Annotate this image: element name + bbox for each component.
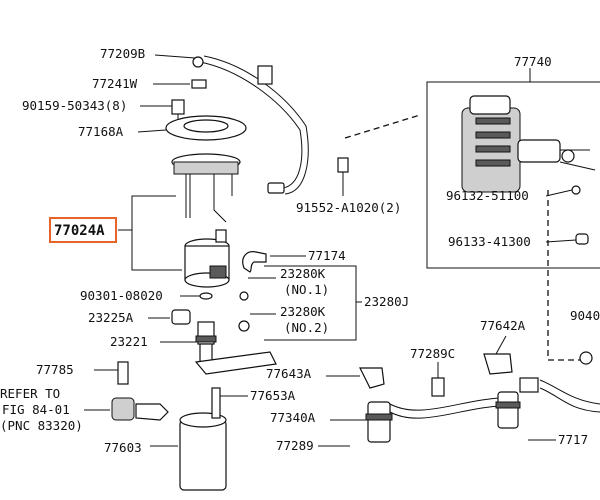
label-77289c[interactable]: 77289C: [410, 346, 455, 361]
label-77168a[interactable]: 77168A: [78, 124, 124, 139]
label-23225a[interactable]: 23225A: [88, 310, 134, 325]
vapor-line-dashed-right: [547, 190, 585, 361]
label-77603[interactable]: 77603: [104, 440, 142, 455]
vapor-line-dashed-top: [344, 114, 421, 139]
fig-84-01-ref[interactable]: FIG 84-01: [2, 402, 70, 417]
label-77653a[interactable]: 77653A: [250, 388, 296, 403]
label-77209b[interactable]: 77209B: [100, 46, 145, 61]
label-77643a[interactable]: 77643A: [266, 366, 312, 381]
label-77340a[interactable]: 77340A: [270, 410, 316, 425]
highlight-77024a: [49, 217, 117, 243]
label-96133-41300[interactable]: 96133-41300: [448, 234, 531, 249]
canister-group-frame: [426, 81, 600, 269]
label-77289[interactable]: 77289: [276, 438, 314, 453]
label-23221[interactable]: 23221: [110, 334, 148, 349]
label-9040[interactable]: 9040: [570, 308, 600, 323]
fuel-pump-drawing: [195, 321, 217, 363]
label-77642a[interactable]: 77642A: [480, 318, 526, 333]
label-23280k-no2[interactable]: 23280K: [280, 304, 326, 319]
label-23280j[interactable]: 23280J: [364, 294, 409, 309]
charcoal-canister-drawing: [461, 95, 596, 193]
refer-to-note: REFER TO: [0, 386, 60, 401]
label-77785[interactable]: 77785: [36, 362, 74, 377]
label-no2[interactable]: (NO.2): [284, 320, 329, 335]
label-90301-08020[interactable]: 90301-08020: [80, 288, 163, 303]
label-77024a[interactable]: 77024A: [54, 223, 105, 239]
label-91552-a1020[interactable]: 91552-A1020(2): [296, 200, 401, 215]
pnc-83320-ref[interactable]: (PNC 83320): [0, 418, 83, 433]
label-77174[interactable]: 77174: [308, 248, 346, 263]
label-no1[interactable]: (NO.1): [284, 282, 329, 297]
label-23280k-no1[interactable]: 23280K: [280, 266, 326, 281]
label-90159-50343[interactable]: 90159-50343(8): [22, 98, 127, 113]
label-77241w[interactable]: 77241W: [92, 76, 138, 91]
label-7717[interactable]: 7717: [558, 432, 588, 447]
label-77740[interactable]: 77740: [514, 54, 552, 69]
label-96132-51100[interactable]: 96132-51100: [446, 188, 529, 203]
